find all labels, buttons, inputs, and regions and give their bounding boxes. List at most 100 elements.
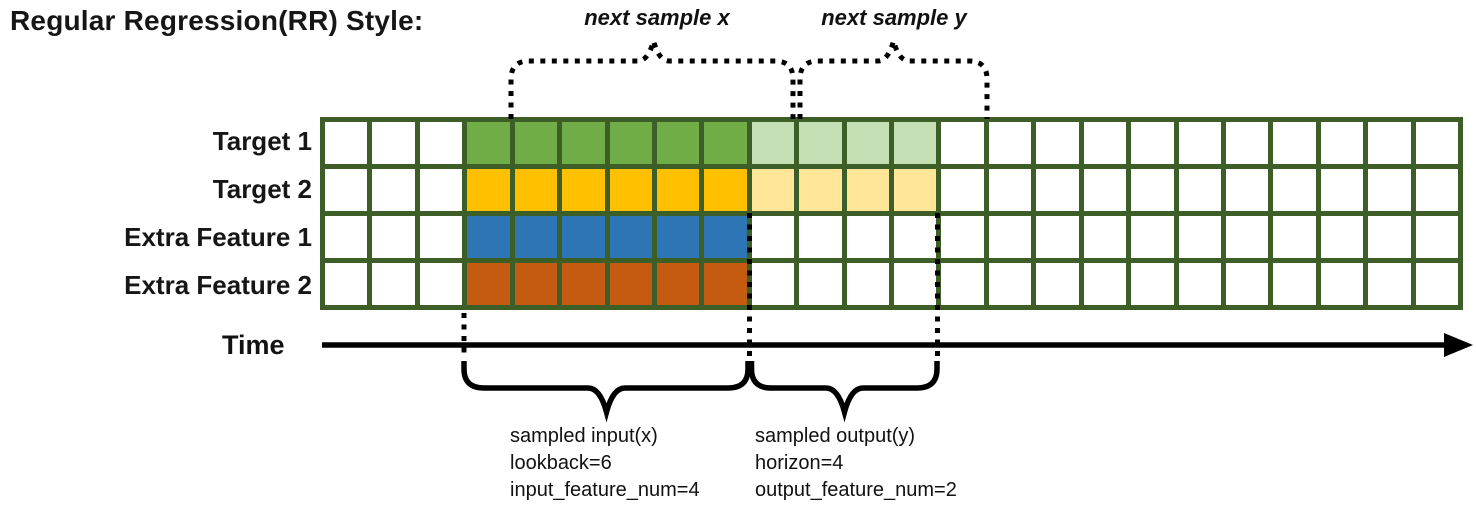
grid-cell [1036,263,1079,305]
grid-cell [1368,216,1411,258]
grid-cell [1036,169,1079,211]
grid-cell [1225,122,1269,164]
grid-cell [704,122,747,164]
sampled-output-line: sampled output(y) [755,425,916,447]
sampled-input-line: input_feature_num=4 [510,479,700,501]
grid-cell [1415,169,1458,211]
grid-cell [704,169,747,211]
grid-cell [1273,263,1316,305]
grid-cell [514,169,558,211]
grid-cell [704,216,747,258]
grid-cell [751,216,795,258]
grid-cell [467,169,510,211]
grid-cell [1415,216,1458,258]
grid-cell [941,122,984,164]
grid-cell [894,169,937,211]
grid-cell [751,263,795,305]
grid-cell [1083,263,1127,305]
grid-cell [372,122,415,164]
grid-cell [846,263,889,305]
grid-cell [1273,216,1316,258]
grid-cell [656,263,700,305]
grid-cell [419,169,463,211]
grid-cell [988,216,1032,258]
grid-cell [1178,122,1221,164]
grid-cell [1368,122,1411,164]
grid-cell [467,216,510,258]
row-label: Extra Feature 1 [124,222,312,253]
grid-cell [1415,263,1458,305]
grid-cell [1036,216,1079,258]
grid-cell [846,216,889,258]
grid-cell [656,216,700,258]
grid-cell [325,263,368,305]
grid-cell [325,169,368,211]
grid-cell [562,169,605,211]
time-axis-label: Time [222,330,285,360]
grid-cell [1178,169,1221,211]
next-sample-y-label: next sample y [821,5,967,30]
grid-cell [1131,216,1174,258]
row-label: Target 2 [212,173,312,204]
sampled-input-annotation: sampled input(x) lookback=6 input_feature_… [510,423,700,504]
grid-cell [1225,263,1269,305]
grid-cell [941,216,984,258]
grid-cell [1036,122,1079,164]
sampled-input-line: sampled input(x) [510,425,658,447]
grid-cell [799,263,842,305]
row-label: Extra Feature 2 [124,270,312,301]
grid-cell [894,263,937,305]
time-series-grid [320,117,1463,310]
grid-cell [562,122,605,164]
grid-cell [419,216,463,258]
sampled-output-line: horizon=4 [755,452,844,474]
grid-cell [988,169,1032,211]
sampled-input-brace [461,361,751,423]
sampled-output-line: output_feature_num=2 [755,479,957,501]
grid-cell [704,263,747,305]
grid-cell [1368,263,1411,305]
grid-cell [656,169,700,211]
grid-cell [894,216,937,258]
grid-cell [1415,122,1458,164]
grid-cell [325,216,368,258]
grid-cell [514,216,558,258]
grid-cell [941,169,984,211]
page-title: Regular Regression(RR) Style: [10,5,424,36]
grid-cell [1320,263,1364,305]
grid-cell [514,122,558,164]
grid-cell [609,122,652,164]
next-sample-y-brace [797,31,990,119]
grid-cell [562,263,605,305]
next-sample-x-label: next sample x [584,5,730,30]
grid-cell [514,263,558,305]
grid-cell [372,216,415,258]
grid-cell [372,263,415,305]
grid-cell [846,122,889,164]
grid-cell [1083,216,1127,258]
next-sample-x-brace [508,31,796,119]
grid-cell [656,122,700,164]
sampled-input-line: lookback=6 [510,452,612,474]
grid-cell [799,216,842,258]
grid-cell [467,122,510,164]
grid-cell [988,263,1032,305]
grid-cell [372,169,415,211]
grid-cell [467,263,510,305]
grid-cell [988,122,1032,164]
grid-cell [799,122,842,164]
grid-cell [1178,263,1221,305]
grid-cell [751,169,795,211]
grid-cell [1273,122,1316,164]
grid-cell [751,122,795,164]
grid-cell [1320,122,1364,164]
sampled-output-annotation: sampled output(y) horizon=4 output_feature… [755,423,957,504]
grid-cell [1320,216,1364,258]
grid-cell [1131,122,1174,164]
grid-cell [609,216,652,258]
sampled-output-brace [748,361,940,423]
grid-cell [894,122,937,164]
grid-cell [1131,263,1174,305]
